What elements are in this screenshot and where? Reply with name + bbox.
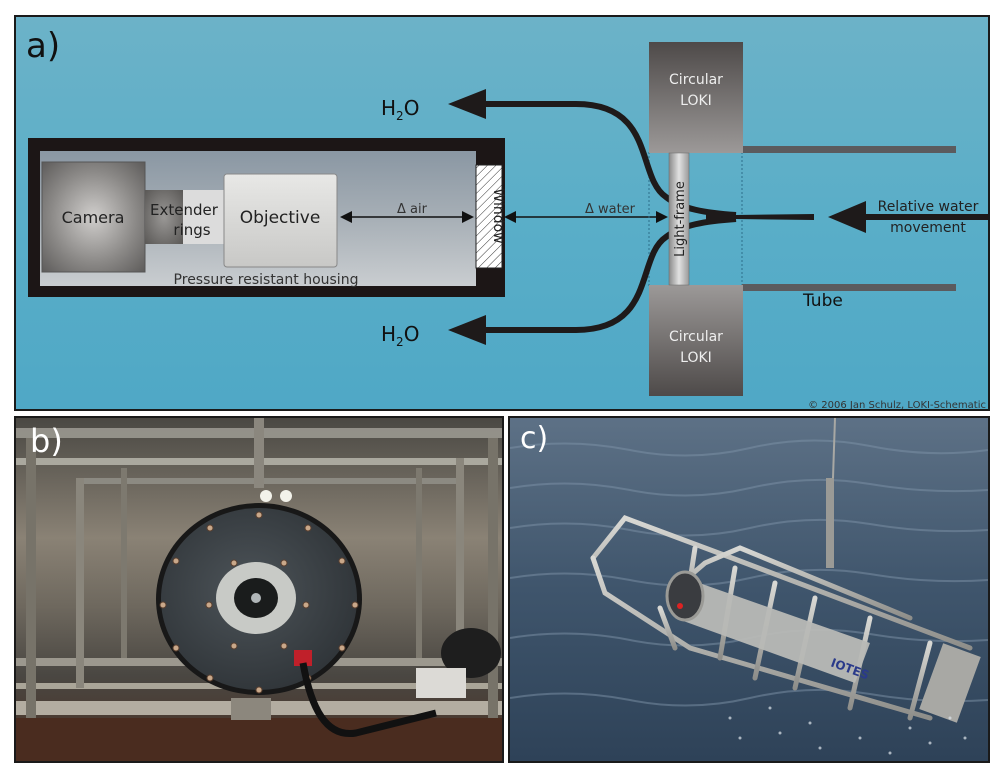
instrument-end-cap [665, 570, 705, 622]
instrument-body [675, 578, 870, 683]
objective-label: Objective [240, 208, 321, 228]
extender-label-line1: Extender [150, 201, 219, 219]
camera-block: Camera [41, 161, 146, 273]
window-label: Window [490, 188, 506, 243]
svg-text:Light-frame: Light-frame [673, 181, 688, 257]
frame-post [26, 438, 36, 718]
svg-text:Circular: Circular [669, 72, 723, 88]
cage-end-plate [919, 643, 981, 723]
cage [590, 515, 973, 721]
white-block [416, 668, 466, 698]
tube-label: Tube [802, 291, 843, 311]
frame-post [416, 468, 422, 658]
copyright-text: © 2006 Jan Schulz, LOKI-Schematic [808, 400, 986, 409]
mount-rod [254, 418, 264, 488]
svg-text:H2O: H2O [381, 96, 419, 123]
panel-a-label: a) [26, 26, 60, 66]
circular-loki-bottom: Circular LOKI [649, 285, 743, 396]
frame-post [456, 458, 464, 678]
delta-air-label: Δ air [397, 202, 428, 217]
delta-water-arrow: Δ water [504, 202, 668, 223]
camera-label: Camera [62, 208, 125, 227]
window [475, 164, 503, 269]
panel-a-schematic: a) Window Pressure resistant housing Cam… [14, 15, 990, 411]
red-marker [677, 603, 683, 609]
panel-b-photo: b) [14, 416, 504, 763]
outflow-bottom: H2O [381, 315, 486, 349]
extender-rings: Extender rings [145, 190, 224, 244]
arrowhead-left-bottom [448, 315, 486, 345]
svg-text:Relative water: Relative water [878, 199, 979, 215]
svg-text:H2O: H2O [381, 322, 419, 349]
arrowhead-left-top [448, 89, 486, 119]
flow-streamlines [486, 101, 814, 333]
relative-water-arrow: Relative water movement [828, 199, 988, 236]
light [260, 490, 272, 502]
svg-text:LOKI: LOKI [680, 350, 712, 366]
light [280, 490, 292, 502]
frame-post [488, 438, 498, 718]
svg-text:movement: movement [890, 220, 966, 236]
svg-text:LOKI: LOKI [680, 93, 712, 109]
extender-label-line2: rings [173, 221, 210, 239]
cable [299, 662, 437, 738]
hook [826, 478, 834, 568]
outflow-top: H2O [381, 89, 486, 123]
disk-screws [159, 511, 359, 694]
panel-c-photo: IOTES c) [508, 416, 990, 763]
tube-top [742, 146, 956, 153]
connector [294, 650, 312, 666]
schematic-svg: a) Window Pressure resistant housing Cam… [26, 26, 988, 409]
panel-b-label: b) [30, 422, 63, 460]
delta-water-label: Δ water [585, 202, 636, 217]
floor [16, 718, 502, 761]
photo-b-illustration: b) [16, 418, 502, 761]
housing-label: Pressure resistant housing [174, 272, 359, 288]
water-droplets [728, 706, 967, 755]
svg-text:Circular: Circular [669, 329, 723, 345]
light-frame: Light-frame [668, 152, 690, 286]
sea [510, 418, 988, 761]
photo-c-illustration: IOTES c) [510, 418, 988, 761]
clamp [231, 698, 271, 720]
circular-loki-top: Circular LOKI [649, 42, 743, 153]
objective: Objective [223, 173, 338, 268]
frame-bar [76, 478, 456, 484]
lens-center [251, 593, 261, 603]
panel-c-label: c) [520, 421, 548, 456]
delta-air-arrow: Δ air [340, 202, 474, 223]
tube-bottom [742, 284, 956, 291]
frame-post [121, 468, 127, 658]
frame-post [76, 478, 84, 688]
side-device [441, 628, 501, 678]
